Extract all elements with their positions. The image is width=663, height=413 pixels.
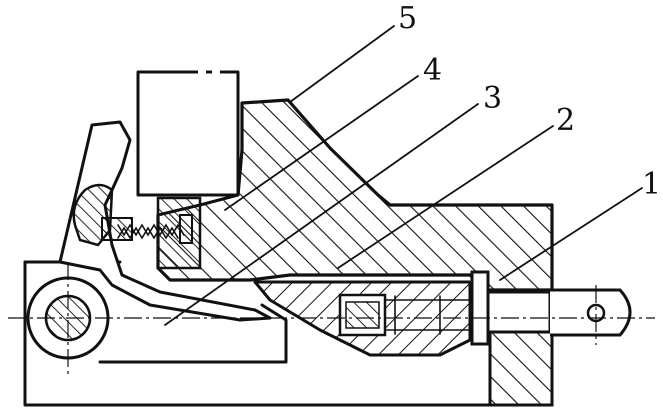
label-1: 1 [642, 167, 661, 202]
label-5: 5 [398, 1, 417, 36]
label-3: 3 [483, 81, 502, 116]
clamp-body-part5 [156, 98, 554, 292]
centerlines [8, 262, 655, 375]
adjusting-screw-part1 [470, 270, 632, 346]
leader-lines [164, 25, 643, 326]
part-labels: 5 4 3 2 1 [398, 1, 661, 202]
label-4: 4 [423, 53, 442, 88]
plunger-part4 [156, 196, 202, 270]
label-2: 2 [556, 103, 575, 138]
workpiece [136, 70, 240, 197]
